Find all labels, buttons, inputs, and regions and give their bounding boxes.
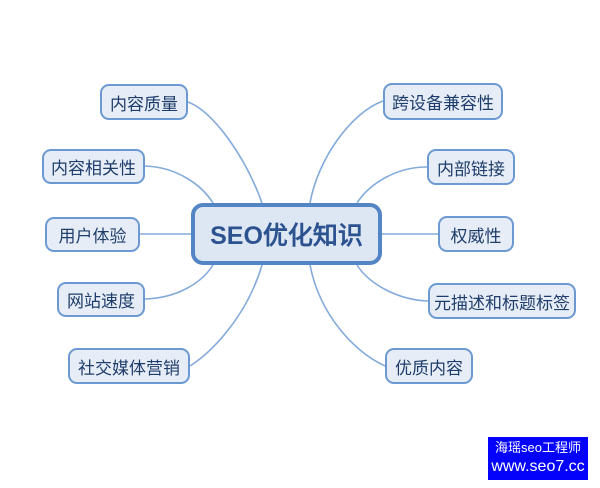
connector-content-quality	[187, 101, 263, 204]
connector-cross-device-compatibility	[309, 100, 384, 204]
node-label: 元描述和标题标签	[434, 293, 570, 313]
connector-internal-links	[356, 166, 428, 204]
watermark-url: www.seo7.cc	[491, 457, 585, 475]
node-cross-device-compatibility[interactable]: 跨设备兼容性	[383, 83, 503, 120]
node-authority[interactable]: 权威性	[438, 216, 514, 252]
node-seo-knowledge[interactable]: SEO优化知识	[191, 203, 382, 265]
connector-content-relevance	[144, 165, 214, 204]
node-internal-links[interactable]: 内部链接	[427, 149, 515, 185]
node-label: 跨设备兼容性	[392, 94, 494, 113]
node-label: 用户体验	[58, 227, 127, 246]
node-social-media-marketing[interactable]: 社交媒体营销	[68, 348, 190, 384]
connector-quality-content	[309, 264, 386, 367]
node-label: 社交媒体营销	[78, 358, 180, 378]
node-label: 内部链接	[437, 159, 505, 179]
node-user-experience[interactable]: 用户体验	[45, 217, 140, 252]
watermark-author: 海瑶seo工程师	[495, 440, 581, 456]
node-label: 内容相关性	[51, 159, 136, 178]
node-content-quality[interactable]: 内容质量	[100, 84, 188, 120]
center-node-label: SEO优化知识	[210, 222, 363, 250]
node-content-relevance[interactable]: 内容相关性	[42, 149, 145, 184]
connector-meta-description-title-tags	[356, 264, 429, 302]
node-meta-description-title-tags[interactable]: 元描述和标题标签	[428, 283, 576, 319]
node-label: 内容质量	[110, 94, 178, 114]
node-label: 权威性	[450, 226, 502, 246]
node-label: 优质内容	[395, 358, 463, 378]
node-site-speed[interactable]: 网站速度	[57, 282, 145, 317]
connector-social-media-marketing	[189, 264, 263, 367]
watermark: 海瑶seo工程师 www.seo7.cc	[488, 437, 588, 480]
node-label: 网站速度	[67, 292, 135, 311]
node-quality-content[interactable]: 优质内容	[385, 348, 473, 384]
connector-site-speed	[144, 264, 214, 300]
